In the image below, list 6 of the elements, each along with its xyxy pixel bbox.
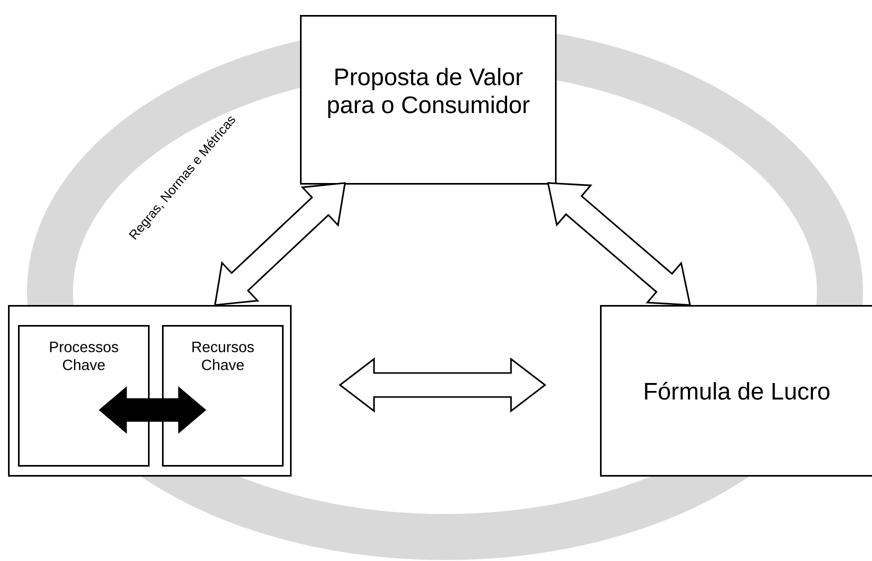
- box: Fórmula de Lucro: [600, 305, 872, 477]
- box: Proposta de Valor para o Consumidor: [300, 15, 557, 185]
- double-arrow: [547, 182, 691, 306]
- inner-box: Processos Chave: [18, 325, 150, 467]
- inner-box: Recursos Chave: [162, 325, 284, 467]
- double-arrow: [214, 182, 346, 306]
